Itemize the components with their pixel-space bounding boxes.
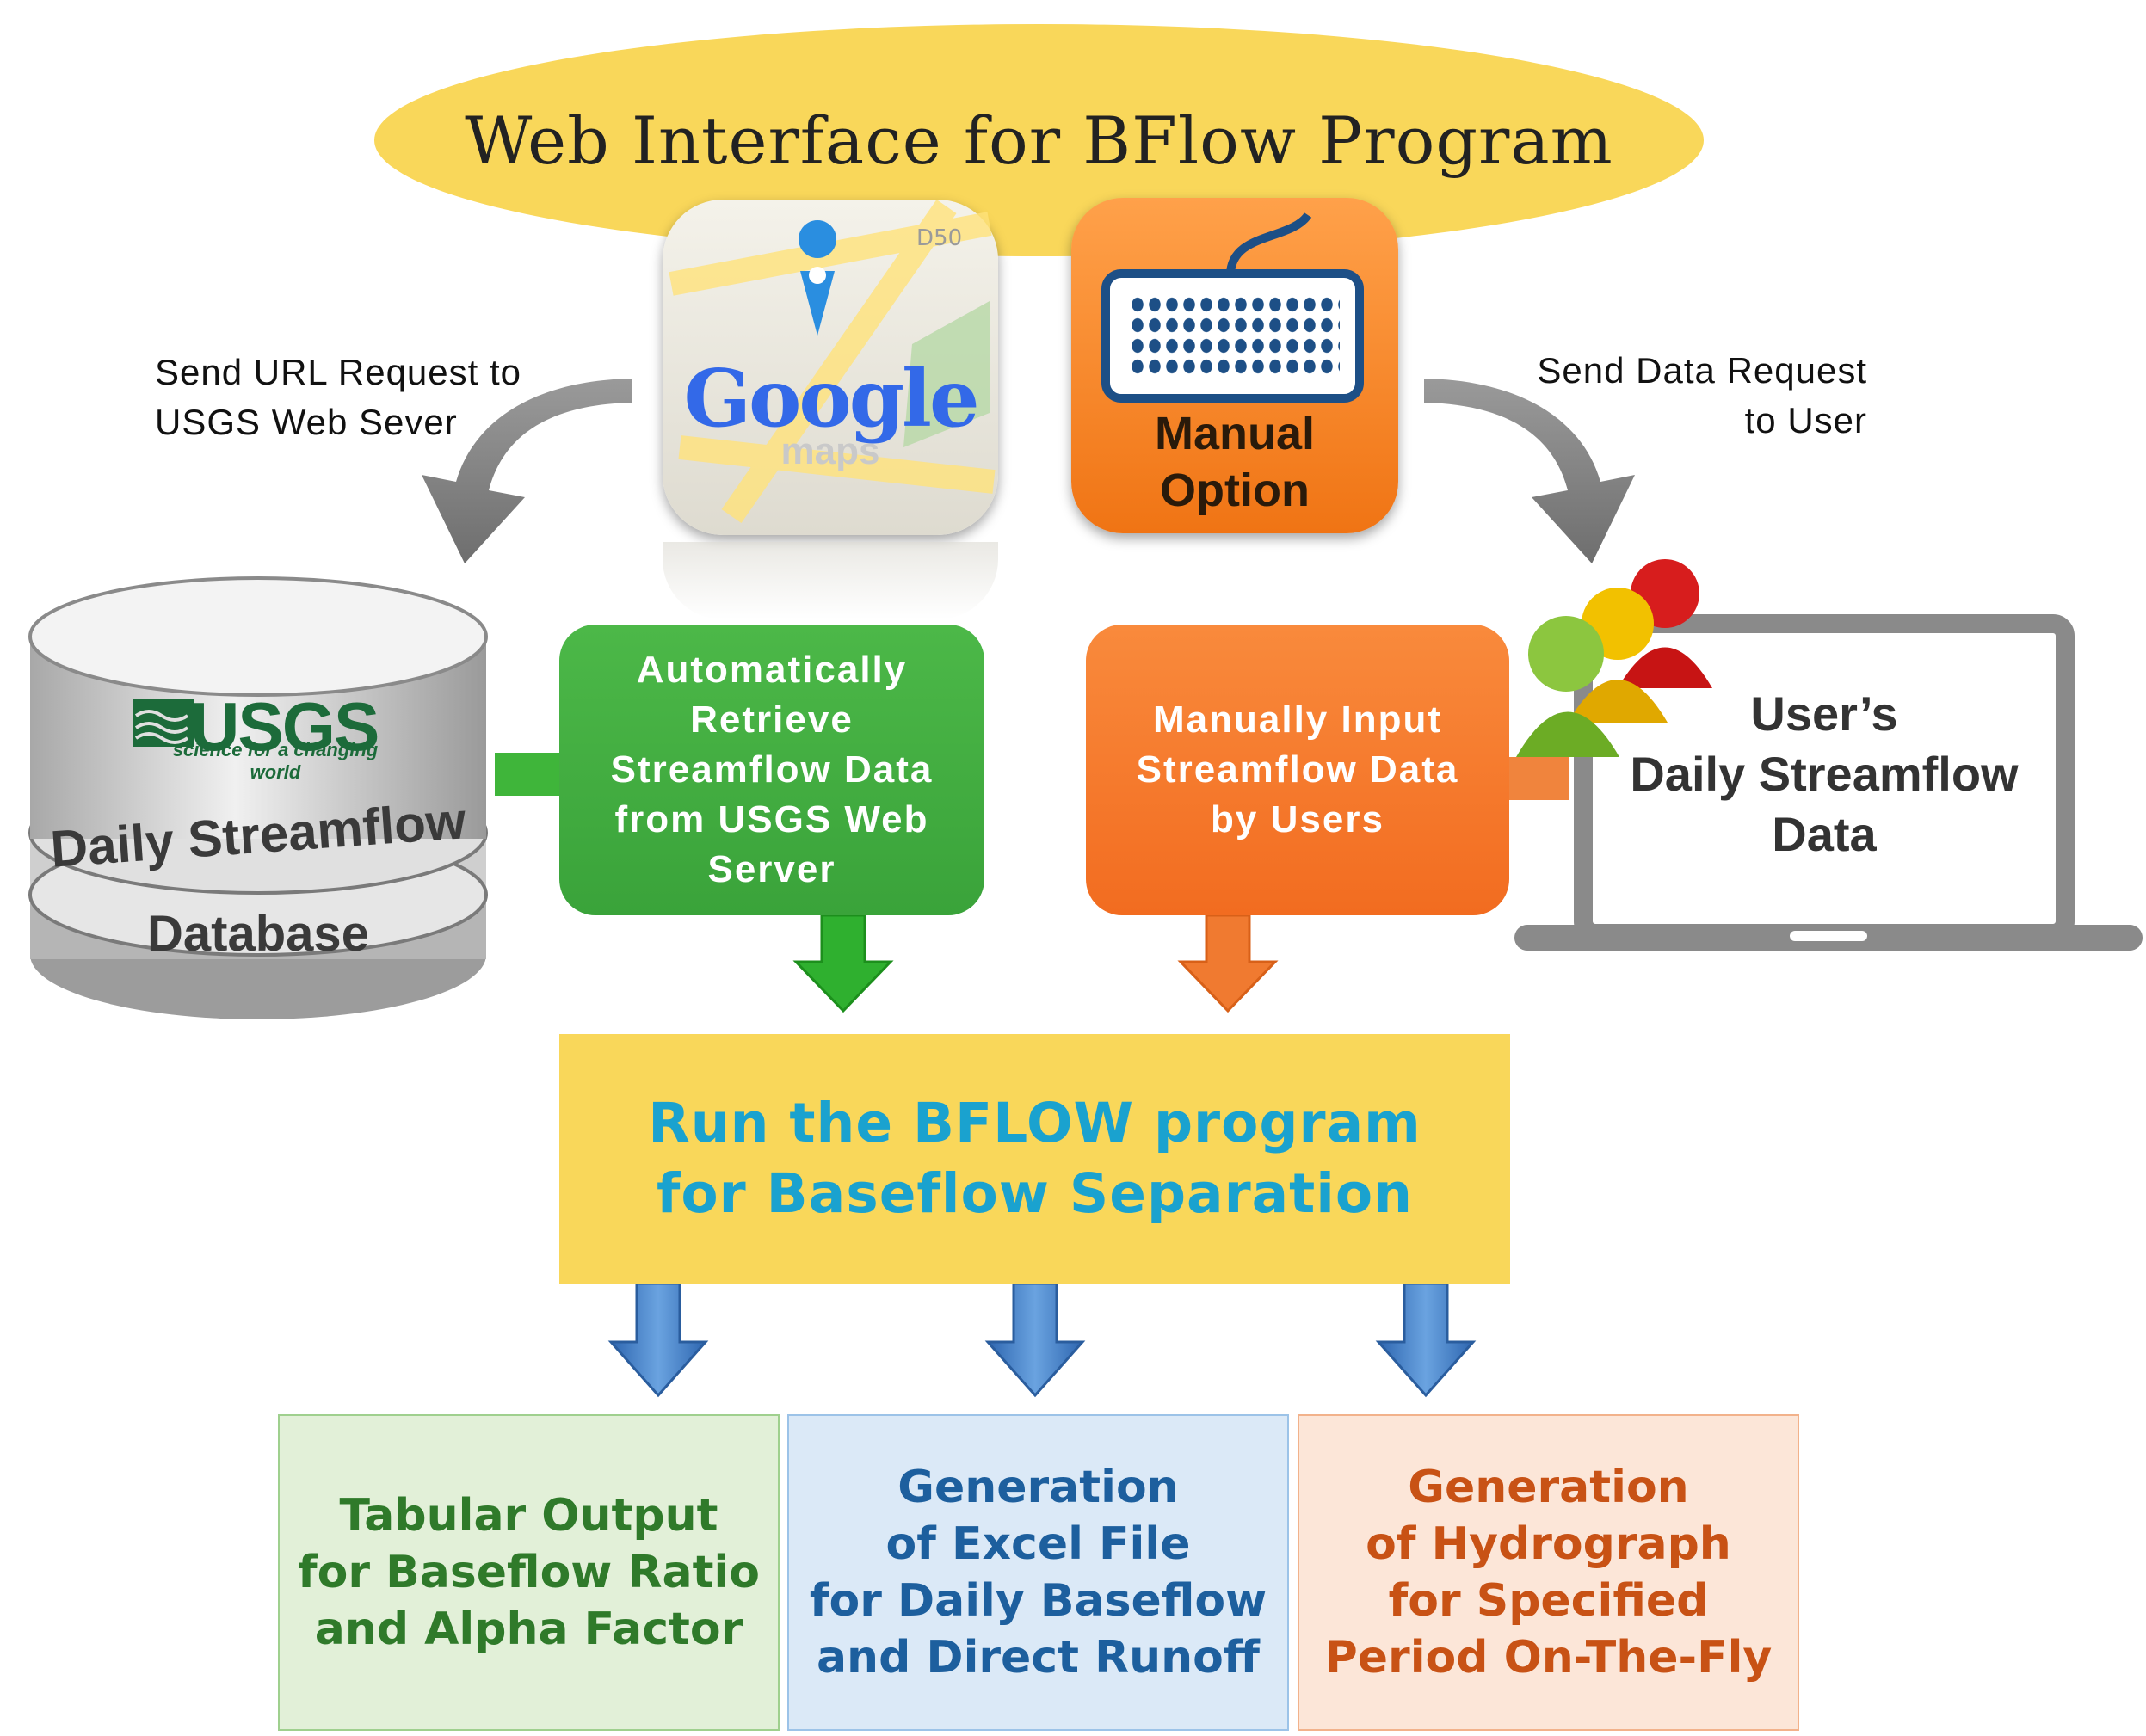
output-tabular: Tabular Output for Baseflow Ratio and Al… bbox=[278, 1414, 780, 1731]
run-bflow-text: Run the BFLOW program for Baseflow Separ… bbox=[559, 1034, 1510, 1284]
google-word: Google bbox=[683, 352, 979, 445]
note-right-line2: to User bbox=[1744, 400, 1867, 440]
note-left-line2: USGS Web Sever bbox=[155, 402, 458, 442]
auto-line: Streamflow Data bbox=[610, 748, 934, 791]
manual-input-line: Manually Input bbox=[1153, 699, 1442, 741]
laptop-screen-text: User’s Daily Streamflow Data bbox=[1592, 680, 2057, 869]
laptop-line1: User’s bbox=[1750, 686, 1898, 741]
out2-line: Generation bbox=[897, 1462, 1179, 1513]
run-bflow-box bbox=[559, 1034, 1510, 1284]
out3-line: Period On-The-Fly bbox=[1324, 1632, 1773, 1684]
usgs-tagline: science for a changing world bbox=[172, 739, 379, 783]
title-ellipse bbox=[374, 24, 1704, 256]
user-group-icon bbox=[1516, 559, 1712, 757]
laptop-to-manual-connector bbox=[1509, 757, 1569, 800]
svg-text:D50: D50 bbox=[916, 225, 962, 251]
laptop-line2: Daily Streamflow bbox=[1630, 747, 2019, 801]
database-label: Database bbox=[147, 905, 369, 962]
auto-line: Retrieve bbox=[690, 699, 854, 741]
auto-line: from USGS Web bbox=[614, 798, 929, 840]
note-right: Send Data Request to User bbox=[1411, 346, 1867, 446]
auto-retrieve-box: Automatically Retrieve Streamflow Data f… bbox=[559, 625, 984, 915]
out3-line: of Hydrograph bbox=[1366, 1518, 1731, 1570]
out1-line: Tabular Output bbox=[339, 1490, 718, 1542]
manual-input-line: Streamflow Data bbox=[1136, 748, 1459, 791]
db-to-auto-connector bbox=[495, 753, 559, 796]
auto-line: Server bbox=[707, 848, 836, 890]
run-line2: for Baseflow Separation bbox=[656, 1162, 1413, 1225]
google-maps-reflection bbox=[663, 542, 998, 619]
manual-input-line: by Users bbox=[1211, 798, 1384, 840]
out1-line: for Baseflow Ratio bbox=[298, 1547, 760, 1598]
manual-line2: Option bbox=[1160, 465, 1310, 516]
usgs-wave-icon bbox=[133, 699, 194, 747]
out2-line: for Daily Baseflow bbox=[809, 1575, 1267, 1627]
out3-line: for Specified bbox=[1388, 1575, 1709, 1627]
out2-line: of Excel File bbox=[885, 1518, 1191, 1570]
maps-wordmark: maps bbox=[780, 430, 880, 472]
keyboard-keys bbox=[1129, 294, 1340, 376]
curved-arrow-right bbox=[1424, 379, 1635, 563]
auto-line: Automatically bbox=[636, 649, 908, 691]
curved-arrow-left bbox=[422, 379, 632, 563]
run-line1: Run the BFLOW program bbox=[648, 1092, 1421, 1154]
database-cylinder-icon bbox=[28, 576, 488, 1019]
out1-line: and Alpha Factor bbox=[314, 1604, 743, 1655]
manual-input-box: Manually Input Streamflow Data by Users bbox=[1086, 625, 1509, 915]
manual-down-arrow bbox=[1177, 914, 1279, 1013]
manual-line1: Manual bbox=[1154, 408, 1316, 459]
output-excel: Generation of Excel File for Daily Basef… bbox=[787, 1414, 1289, 1731]
page-title: Web Interface for BFlow Program bbox=[465, 102, 1613, 179]
out2-line: and Direct Runoff bbox=[816, 1632, 1261, 1684]
auto-down-arrow bbox=[792, 914, 894, 1013]
google-maps-wordmark: Google bbox=[663, 351, 998, 446]
out3-line: Generation bbox=[1408, 1462, 1689, 1513]
output-hydrograph: Generation of Hydrograph for Specified P… bbox=[1298, 1414, 1799, 1731]
manual-option-label: Manual Option bbox=[1071, 397, 1398, 526]
laptop-line3: Data bbox=[1772, 807, 1877, 861]
output-arrow-1 bbox=[607, 1282, 709, 1398]
output-arrow-2 bbox=[984, 1282, 1086, 1398]
note-right-line1: Send Data Request bbox=[1537, 350, 1867, 391]
note-left-line1: Send URL Request to bbox=[155, 352, 522, 392]
output-arrow-3 bbox=[1375, 1282, 1477, 1398]
usgs-logo: USGS bbox=[189, 688, 380, 765]
laptop-icon bbox=[1514, 614, 2143, 951]
google-maps-icon: D50 bbox=[669, 200, 996, 523]
note-left: Send URL Request to USGS Web Sever bbox=[155, 348, 637, 447]
